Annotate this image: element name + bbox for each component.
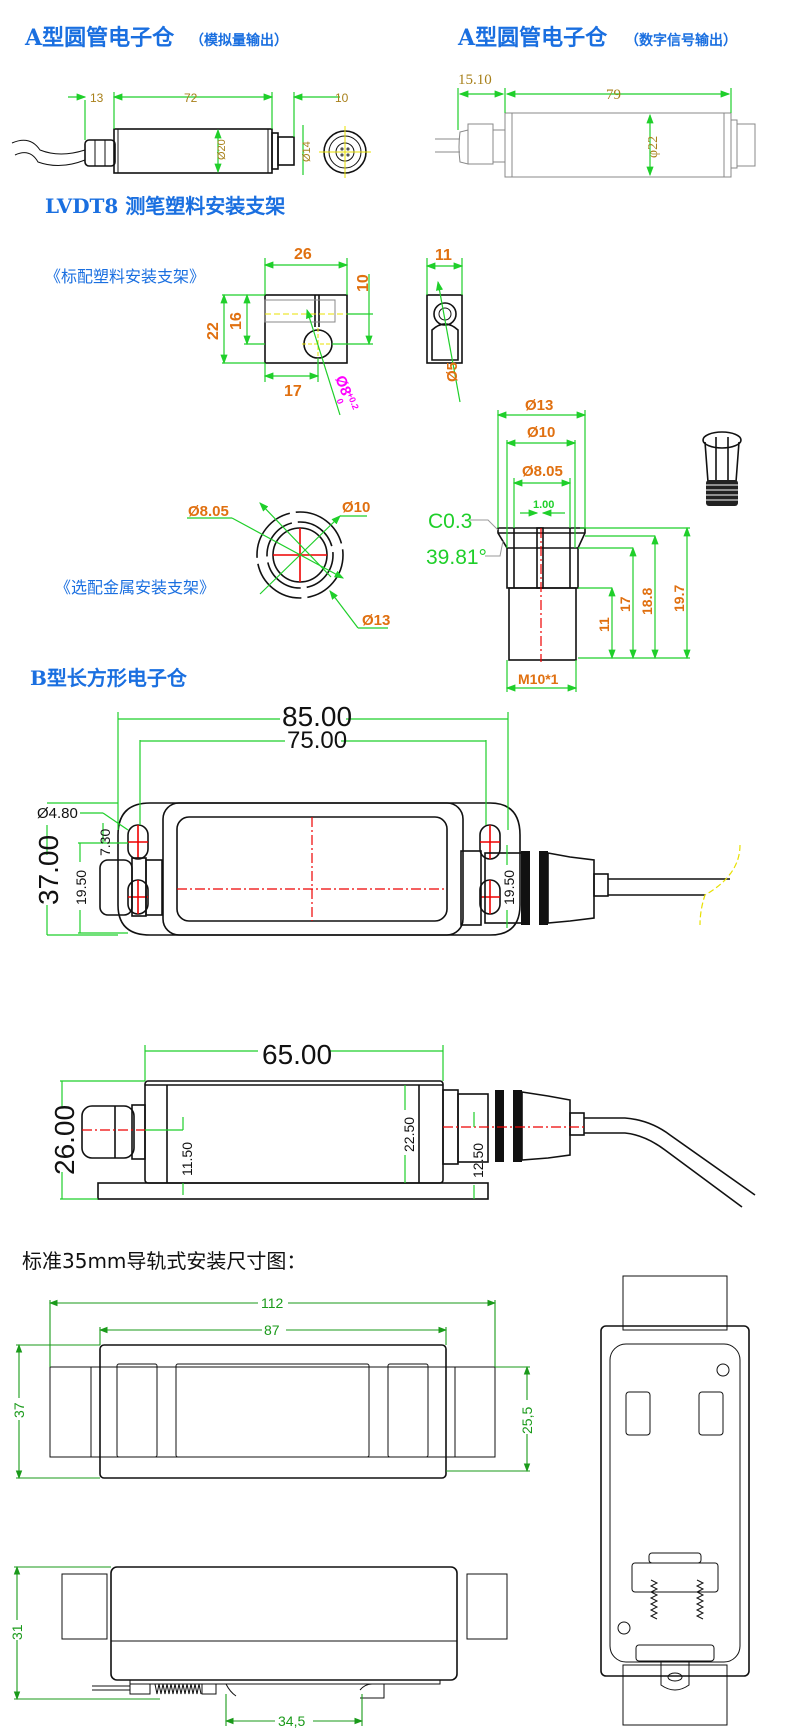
dim-body-length: 65.00 <box>262 1039 332 1070</box>
dim-gland-height: 19.50 <box>73 870 89 905</box>
dim-overall-length: 85.00 <box>282 701 352 732</box>
optional-bracket-label: 《选配金属安装支架》 <box>55 578 215 597</box>
b-rect-side-view: 65.00 26.00 11.50 22.50 12.50 <box>49 1039 756 1208</box>
section-title: A型圆管电子仓 <box>24 25 175 51</box>
dim-connector-dia: Ø14 <box>301 141 313 162</box>
dim-hole-spacing: 75.00 <box>287 727 347 754</box>
dim-thread: M10*1 <box>518 671 559 687</box>
dim-side-inner: Ø8.05 <box>522 463 563 480</box>
dim-height: 22 <box>205 322 222 340</box>
dim-width: 26 <box>294 246 312 263</box>
section-title: A型圆管电子仓 <box>457 25 608 51</box>
dim-h4: 19.7 <box>671 585 687 612</box>
standard-bracket-label: 《标配塑料安装支架》 <box>45 267 205 286</box>
dim-overall-width: 37.00 <box>33 835 64 905</box>
section-title: B型长方形电子仓 <box>30 666 188 690</box>
dim-side-mid: Ø10 <box>527 424 555 441</box>
dim-side-width: 11 <box>435 247 452 264</box>
dim-body-length: 87 <box>264 1322 280 1338</box>
section-title: LVDT8 测笔塑料安装支架 <box>45 194 285 218</box>
dim-hole-dia: Ø4.80 <box>37 805 78 822</box>
dim-hole-dia: Ø8 <box>331 373 354 398</box>
dim-height: 31 <box>9 1624 25 1640</box>
dim-body-length: 72 <box>184 91 198 105</box>
plastic-bracket-side: 11 Ø5 <box>425 247 464 403</box>
dim-clip-spacing: 34,5 <box>278 1713 305 1729</box>
dim-outer-dia: Ø13 <box>362 612 390 629</box>
dim-chamfer: C0.3 <box>428 510 472 533</box>
collet-3d-illustration <box>702 431 742 506</box>
dim-h1: 11 <box>596 617 612 632</box>
dim-gland-center: 11.50 <box>179 1142 195 1176</box>
dim-clip-width: 25,5 <box>519 1407 535 1434</box>
din-rail-side-view: 31 34,5 <box>9 1565 508 1729</box>
dim-overall-length: 112 <box>261 1295 284 1311</box>
din-rail-top-view: 112 87 37 25,5 <box>11 1295 535 1480</box>
dim-hole-tol-lower: 0 <box>335 397 346 405</box>
dim-mid-dia: Ø10 <box>342 499 370 516</box>
a-analog-drawing: 13 72 10 Ø20 Ø14 <box>11 91 371 178</box>
section-din-rail: 标准35mm导轨式安装尺寸图： 112 87 37 25,5 <box>9 1249 750 1729</box>
dim-angle: 39.81° <box>426 546 487 569</box>
metal-bracket-top: Ø8.05 Ø10 Ø13 <box>187 499 390 629</box>
dim-cable-gland: 13 <box>90 91 104 105</box>
dim-hole-tol-upper: +0.2 <box>345 391 361 411</box>
section-subtitle: （数字信号输出） <box>625 32 737 49</box>
dim-body-length: 79 <box>606 87 621 103</box>
b-rect-top-view: 85.00 75.00 Ø4.80 37.00 19.50 7.30 19.50 <box>33 701 741 936</box>
dim-connector-length: 10 <box>335 91 349 105</box>
dim-width: 37 <box>11 1402 27 1418</box>
dim-hole-pos: 17 <box>284 383 302 400</box>
dim-side-hole: Ø5 <box>444 362 461 382</box>
a-digital-drawing: 15.10 79 φ22 <box>435 72 756 178</box>
dim-body-dia: Ø20 <box>216 139 228 160</box>
section-subtitle: （模拟量输出） <box>190 32 288 49</box>
section-b-rect: B型长方形电子仓 85.00 75.00 <box>30 666 756 1208</box>
section-a-analog: A型圆管电子仓 （模拟量输出） 13 72 10 Ø20 <box>11 25 371 178</box>
din-rail-bottom-view <box>600 1275 750 1726</box>
dim-body-dia: φ22 <box>646 136 661 158</box>
dim-h3: 18.8 <box>639 588 655 615</box>
dim-connector-height: 19.50 <box>501 870 517 905</box>
dim-hole-height: 16 <box>228 312 245 330</box>
section-lvdt-bracket: LVDT8 测笔塑料安装支架 《标配塑料安装支架》 26 22 16 10 <box>45 194 742 692</box>
dim-body-height: 22.50 <box>401 1117 417 1152</box>
dim-gland-length: 15.10 <box>458 72 492 88</box>
dim-slot-offset: 10 <box>355 274 372 292</box>
dim-connector-center: 12.50 <box>470 1143 486 1178</box>
dim-h2: 17 <box>617 596 633 612</box>
section-a-digital: A型圆管电子仓 （数字信号输出） 15.10 79 φ22 <box>435 25 756 178</box>
dim-hole-offset: 7.30 <box>97 829 113 856</box>
dim-slot: 1.00 <box>533 499 554 511</box>
dim-side-outer: Ø13 <box>525 397 553 414</box>
dim-overall-height: 26.00 <box>49 1105 80 1175</box>
dim-inner-dia: Ø8.05 <box>188 503 229 520</box>
metal-bracket-side: Ø13 Ø10 Ø8.05 1.00 C0.3 39.81° 11 17 18.… <box>426 397 691 692</box>
plastic-bracket-front: 26 22 16 10 17 Ø8 +0.2 0 <box>205 246 373 416</box>
section-title: 标准35mm导轨式安装尺寸图： <box>22 1249 306 1273</box>
